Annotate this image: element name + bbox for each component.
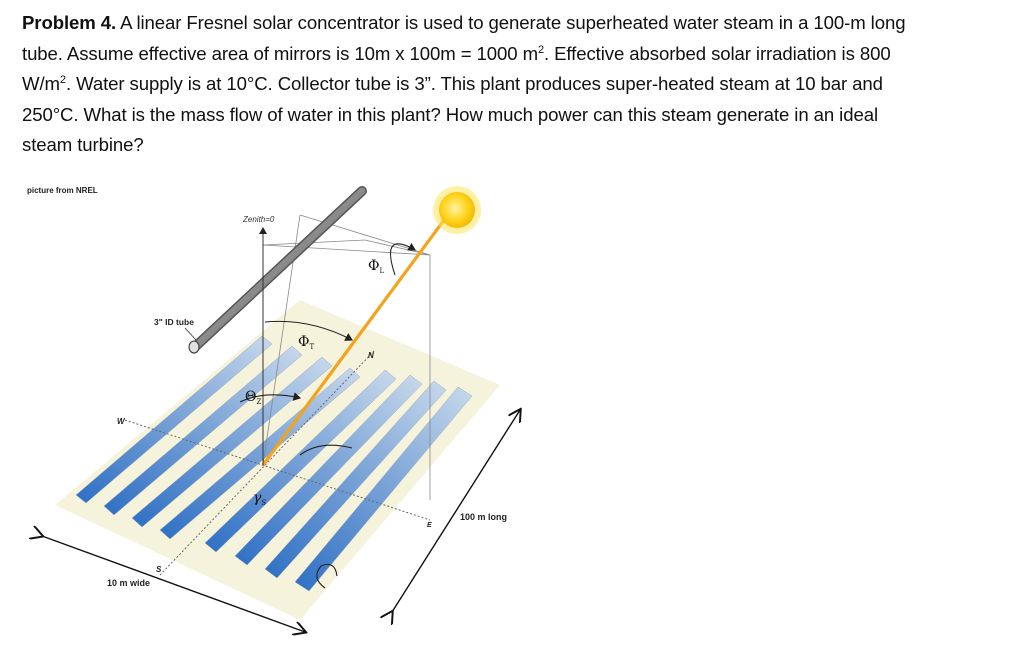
superscript-2: 2 bbox=[537, 43, 544, 56]
superscript-3: 2 bbox=[59, 73, 66, 86]
problem-text-2a: tube. Assume effective area of mirrors i… bbox=[22, 42, 538, 64]
south-label: S bbox=[156, 565, 162, 574]
sun-icon bbox=[433, 186, 481, 234]
mirror-strip bbox=[75, 335, 273, 504]
problem-text-1: A linear Fresnel solar concentrator is u… bbox=[116, 12, 906, 33]
credit-label: picture from NREL bbox=[27, 186, 98, 195]
problem-text-3b: . Water supply is at 10°C. Collector tub… bbox=[65, 73, 883, 94]
phi-t-label: ΦT bbox=[298, 334, 314, 351]
problem-line-4: 250°C. What is the mass flow of water in… bbox=[22, 103, 878, 125]
collector-tube bbox=[188, 186, 367, 354]
problem-text-2b: . Effective absorbed solar irradiation i… bbox=[544, 42, 891, 64]
mirror-strip bbox=[103, 345, 303, 516]
zenith-label: Zenith=0 bbox=[242, 215, 275, 224]
problem-line-1: Problem 4. A linear Fresnel solar concen… bbox=[22, 8, 1012, 39]
gamma-s-label: γS bbox=[253, 490, 266, 507]
problem-line-3: W/m2. Water supply is at 10°C. Collector… bbox=[22, 69, 1012, 100]
width-arrow bbox=[42, 536, 305, 632]
problem-statement: Problem 4. A linear Fresnel solar concen… bbox=[22, 8, 1012, 161]
tube-label: 3" ID tube bbox=[154, 317, 194, 327]
phi-l-label: ΦL bbox=[368, 258, 384, 275]
theta-z-label: ΘZ bbox=[245, 389, 261, 406]
problem-label: Problem 4. bbox=[22, 12, 117, 33]
length-label: 100 m long bbox=[460, 512, 507, 522]
north-label: N bbox=[368, 351, 374, 360]
problem-line-5: steam turbine? bbox=[22, 134, 144, 155]
problem-line-2: tube. Assume effective area of mirrors i… bbox=[22, 39, 1012, 70]
east-label: E bbox=[427, 522, 432, 529]
sun-ray bbox=[261, 211, 452, 466]
length-arrow bbox=[392, 410, 520, 612]
width-label: 10 m wide bbox=[107, 578, 150, 588]
mirror-strip bbox=[131, 356, 333, 528]
tube-leader bbox=[184, 327, 197, 341]
west-label: W bbox=[117, 417, 126, 426]
angle-arcs bbox=[239, 242, 416, 589]
problem-text-3a: W/m bbox=[22, 73, 60, 94]
